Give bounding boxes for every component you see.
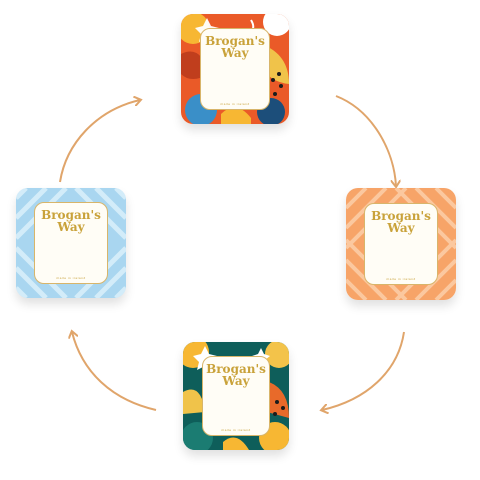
arrow-top-right bbox=[335, 95, 396, 186]
product-label: Brogan's Way made in ireland bbox=[364, 203, 438, 285]
brand-line-2: Way bbox=[222, 374, 250, 388]
card-peach-geometric: Brogan's Way made in ireland bbox=[346, 188, 456, 300]
brand-name: Brogan's Way bbox=[35, 209, 107, 233]
brand-line-1: Brogan's bbox=[41, 208, 101, 222]
arrow-top-left bbox=[59, 100, 140, 183]
brand-line-2: Way bbox=[387, 221, 415, 235]
fine-print: made in ireland bbox=[56, 276, 86, 280]
arrow-bottom-right bbox=[322, 331, 405, 410]
product-label: Brogan's Way made in ireland bbox=[34, 202, 108, 284]
fine-print: made in ireland bbox=[220, 102, 250, 106]
brand-name: Brogan's Way bbox=[365, 210, 437, 234]
product-label: Brogan's Way made in ireland bbox=[200, 28, 270, 110]
brand-line-1: Brogan's bbox=[206, 362, 266, 376]
brand-line-1: Brogan's bbox=[371, 209, 431, 223]
card-orange-floral: Brogan's Way made in ireland bbox=[181, 14, 289, 124]
brand-line-2: Way bbox=[57, 220, 85, 234]
fine-print: made in ireland bbox=[221, 428, 251, 432]
brand-name: Brogan's Way bbox=[201, 35, 269, 59]
brand-line-1: Brogan's bbox=[205, 34, 265, 48]
card-teal-floral: Brogan's Way made in ireland bbox=[183, 342, 289, 450]
product-label: Brogan's Way made in ireland bbox=[202, 356, 270, 436]
card-blue-geometric: Brogan's Way made in ireland bbox=[16, 188, 126, 298]
fine-print: made in ireland bbox=[386, 277, 416, 281]
brand-line-2: Way bbox=[221, 46, 249, 60]
arrow-bottom-left bbox=[72, 332, 157, 411]
brand-name: Brogan's Way bbox=[203, 363, 269, 387]
